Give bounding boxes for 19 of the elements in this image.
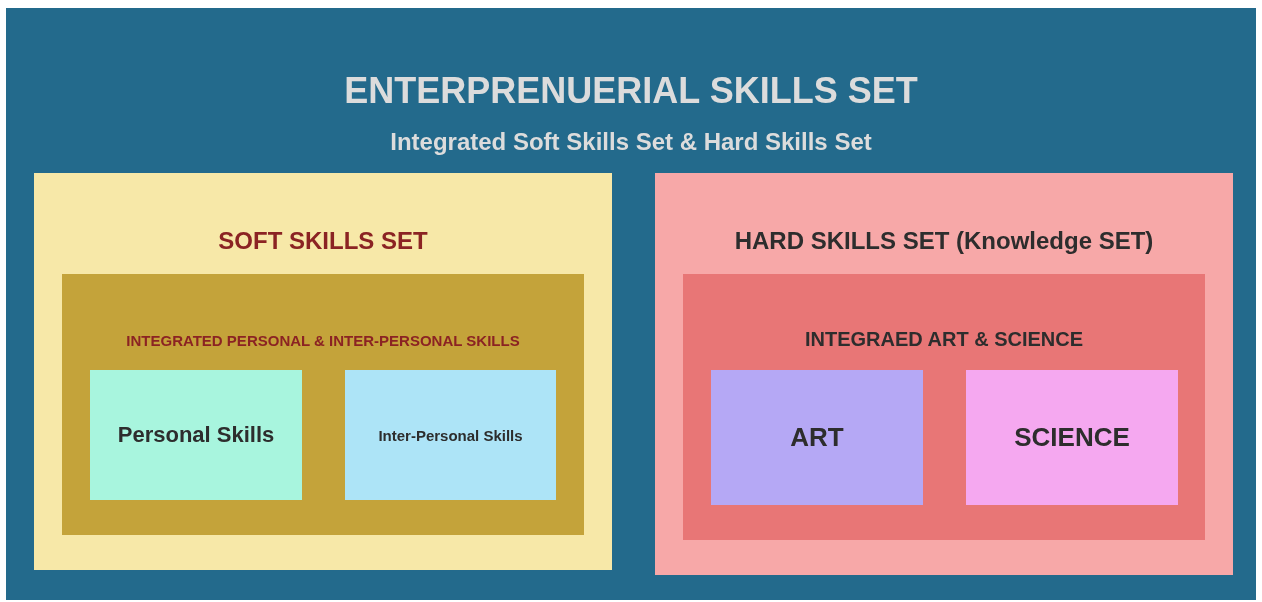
skill-label: Personal Skills	[116, 422, 276, 448]
soft-skills-panel	[34, 173, 612, 570]
skill-card	[711, 370, 923, 505]
panel-heading: SOFT SKILLS SET	[218, 227, 428, 255]
skill-label: Inter-Personal Skills	[377, 426, 524, 444]
integrated-panel	[62, 274, 584, 535]
panel-heading: INTEGRATED PERSONAL & INTER-PERSONAL SKILLS	[126, 332, 520, 350]
panel-heading: ENTERPRENUERIAL SKILLS SET	[344, 70, 918, 112]
panel-subheading: Integrated Soft Skills Set & Hard Skills Set	[390, 128, 872, 156]
skill-card	[90, 370, 302, 500]
skill-label: ART	[789, 422, 845, 453]
outer-panel	[6, 8, 1256, 600]
panel-heading: HARD SKILLS SET (Knowledge SET)	[734, 227, 1154, 255]
panel-heading: INTEGRAED ART & SCIENCE	[804, 328, 1084, 351]
skill-card	[345, 370, 556, 500]
integrated-panel	[683, 274, 1205, 540]
skill-label: SCIENCE	[1013, 422, 1131, 453]
skill-card	[966, 370, 1178, 505]
hard-skills-panel	[655, 173, 1233, 575]
